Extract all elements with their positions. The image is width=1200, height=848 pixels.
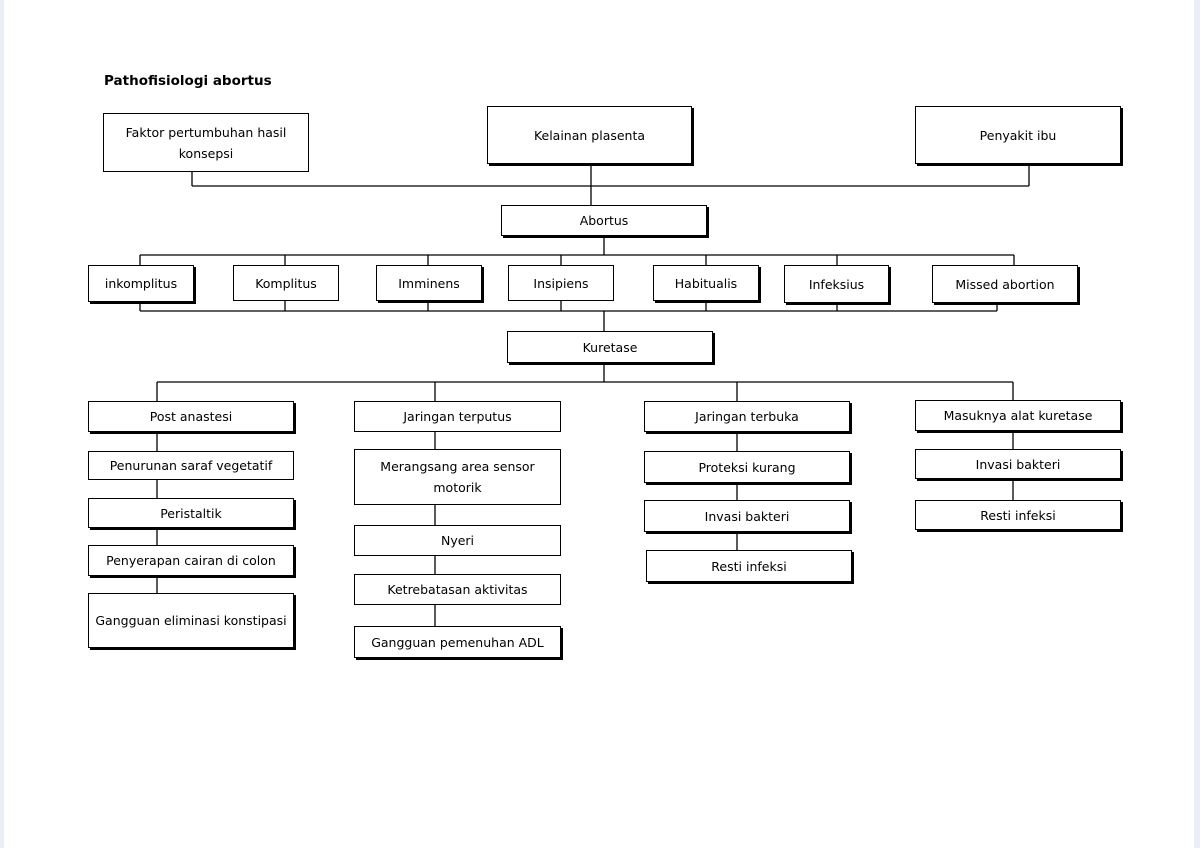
branch2-box-jaringan-terputus: Jaringan terputus: [354, 401, 561, 432]
branch2-box-ketrebatasan-aktivitas: Ketrebatasan aktivitas: [354, 574, 561, 605]
branch2-box-gangguan-adl: Gangguan pemenuhan ADL: [354, 626, 561, 658]
diagram-title: Pathofisiologi abortus: [104, 73, 272, 89]
document-page: Pathofisiologi abortus Faktor pertumbuha…: [4, 0, 1194, 848]
branch2-box-merangsang-area: Merangsang area sensor motorik: [354, 449, 561, 505]
type-box-missed-abortion: Missed abortion: [932, 265, 1078, 303]
branch3-box-jaringan-terbuka: Jaringan terbuka: [644, 401, 850, 432]
branch4-box-resti-infeksi: Resti infeksi: [915, 500, 1121, 530]
type-box-habitualis: Habitualis: [653, 265, 759, 301]
branch2-box-nyeri: Nyeri: [354, 525, 561, 556]
branch3-box-proteksi-kurang: Proteksi kurang: [644, 451, 850, 483]
connector-lines: [139, 164, 1030, 626]
branch3-box-resti-infeksi: Resti infeksi: [646, 550, 852, 582]
branch4-box-invasi-bakteri: Invasi bakteri: [915, 449, 1121, 479]
kuretase-box: Kuretase: [507, 331, 713, 363]
branch1-box-gangguan-eliminasi: Gangguan eliminasi konstipasi: [88, 593, 294, 648]
cause-box-faktor-pertumbuhan: Faktor pertumbuhan hasil konsepsi: [103, 113, 309, 172]
branch1-box-penyerapan-cairan: Penyerapan cairan di colon: [88, 545, 294, 576]
abortus-box: Abortus: [501, 205, 707, 236]
branch3-box-invasi-bakteri: Invasi bakteri: [644, 500, 850, 532]
type-box-komplitus: Komplitus: [233, 265, 339, 301]
type-box-inkomplitus: inkomplitus: [88, 265, 194, 302]
branch1-box-penurunan-saraf: Penurunan saraf vegetatif: [88, 451, 294, 480]
type-box-infeksius: Infeksius: [784, 265, 889, 303]
cause-box-penyakit-ibu: Penyakit ibu: [915, 106, 1121, 164]
type-box-insipiens: Insipiens: [508, 265, 614, 301]
cause-box-kelainan-plasenta: Kelainan plasenta: [487, 106, 692, 164]
type-box-imminens: Imminens: [376, 265, 482, 301]
branch1-box-peristaltik: Peristaltik: [88, 498, 294, 528]
branch1-box-post-anastesi: Post anastesi: [88, 401, 294, 432]
branch4-box-masuknya-alat: Masuknya alat kuretase: [915, 400, 1121, 431]
